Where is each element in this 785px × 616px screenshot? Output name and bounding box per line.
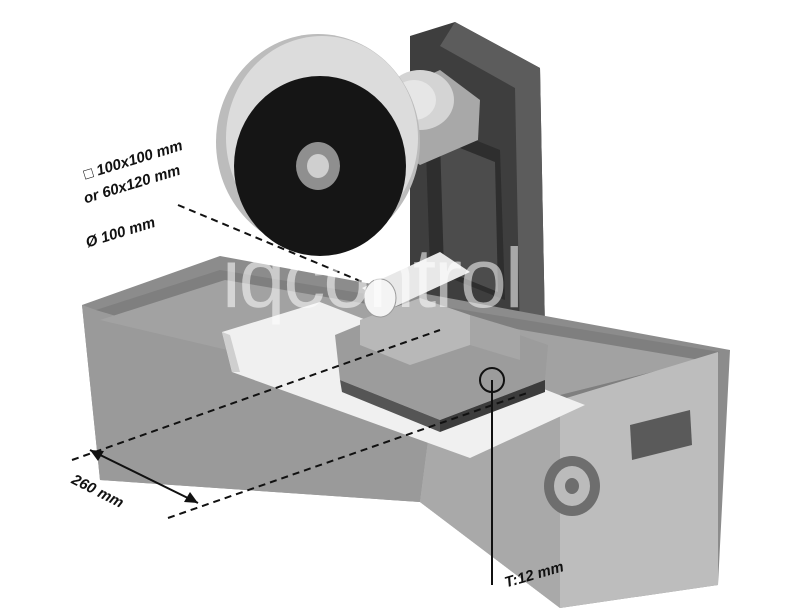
- dimension-arrowheads: [90, 450, 198, 503]
- t-slot-marker: [479, 367, 505, 393]
- cutting-wheel: [216, 34, 420, 256]
- dimension-lines: [71, 204, 531, 585]
